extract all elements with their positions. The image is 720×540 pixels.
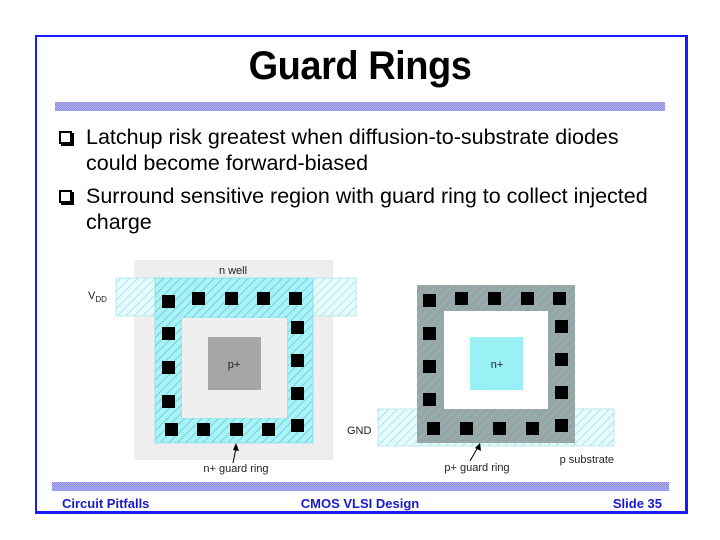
footer-divider: [52, 482, 669, 491]
n-well-label: n well: [219, 265, 247, 277]
n-plus-label: n+: [491, 359, 504, 371]
n-guard-ring-pointer: [232, 447, 237, 464]
bullet-text: Surround sensitive region with guard rin…: [86, 184, 648, 234]
left-diagram-nwell: n well p+ VDD n+ guar: [88, 260, 357, 475]
title-divider: [55, 102, 665, 111]
right-contacts: [423, 292, 568, 435]
bullet-text: Latchup risk greatest when diffusion-to-…: [86, 125, 619, 175]
arrowhead-icon: [233, 443, 239, 451]
p-guard-ring-pointer: [469, 446, 479, 462]
p-plus-region: [208, 337, 261, 390]
bullet-item: Surround sensitive region with guard rin…: [55, 183, 675, 235]
arrowhead-icon: [475, 443, 481, 451]
n-plus-region: [470, 337, 523, 390]
left-contacts: [162, 292, 304, 436]
n-guard-ring-label: n+ guard ring: [203, 463, 268, 475]
slide-frame: [35, 35, 688, 514]
checkbox-bullet-icon: [59, 131, 74, 146]
p-plus-label: p+: [228, 359, 241, 371]
vdd-label: VDD: [88, 290, 107, 304]
footer-slide-number: Slide 35: [612, 496, 662, 511]
bullet-list: Latchup risk greatest when diffusion-to-…: [55, 124, 675, 242]
bullet-item: Latchup risk greatest when diffusion-to-…: [55, 124, 675, 176]
gnd-label: GND: [347, 425, 372, 437]
p-substrate-label: p substrate: [560, 454, 614, 466]
footer-course-title: CMOS VLSI Design: [300, 496, 420, 511]
right-diagram-psubstrate: n+ GND p+ guard ring p substrate: [347, 285, 615, 474]
footer-section-title: Circuit Pitfalls: [62, 496, 150, 511]
checkbox-bullet-icon: [59, 190, 74, 205]
slide-title: Guard Rings: [248, 44, 472, 88]
p-guard-ring-label: p+ guard ring: [444, 462, 509, 474]
